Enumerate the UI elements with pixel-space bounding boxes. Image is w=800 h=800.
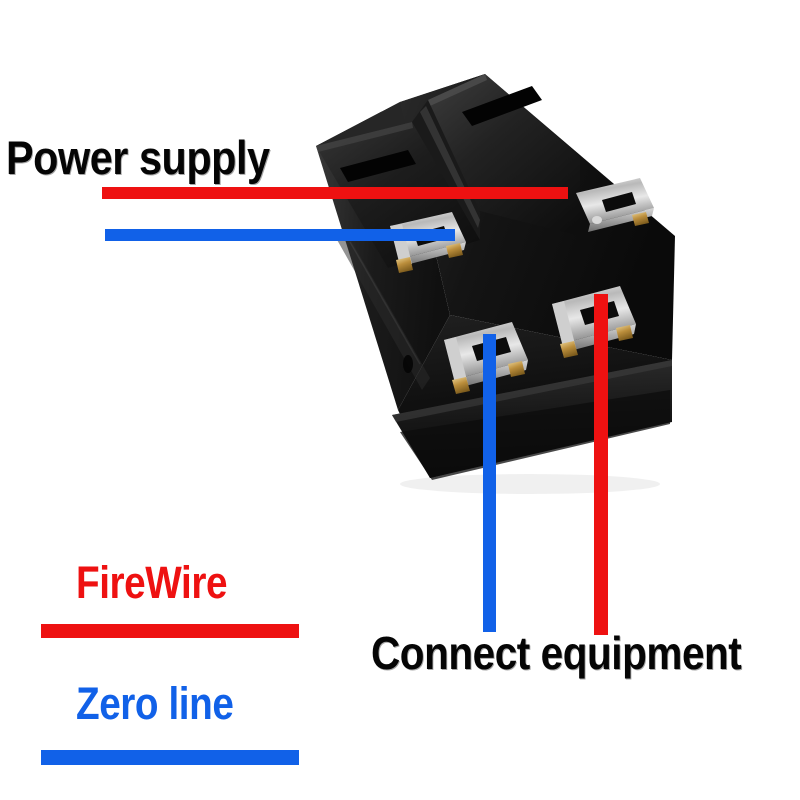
- rocker-left-top-highlight: [316, 122, 413, 152]
- power-supply-label: Power supply: [6, 131, 270, 184]
- terminal-upper-right: [576, 178, 654, 232]
- connect-equipment-label: Connect equipment: [371, 627, 742, 679]
- rocker-left-slot: [340, 150, 416, 182]
- rocker-right-top-highlight: [428, 74, 487, 106]
- legend-label-firewire: FireWire: [76, 557, 228, 608]
- wire-power-neutral: [105, 229, 455, 241]
- switch-texture-strip: [336, 228, 430, 390]
- legend-swatch-zero-line: [41, 750, 299, 765]
- legend-label-zero-line: Zero line: [76, 678, 234, 729]
- switch-drop-shadow: [400, 474, 660, 494]
- wire-load-neutral: [483, 334, 496, 632]
- rocker-separator: [412, 100, 480, 240]
- legend-swatch-firewire: [41, 624, 299, 638]
- wire-load-live: [594, 294, 608, 635]
- rocker-right-slot: [462, 86, 542, 126]
- switch-side-vent: [403, 355, 413, 373]
- wire-power-live: [102, 187, 568, 199]
